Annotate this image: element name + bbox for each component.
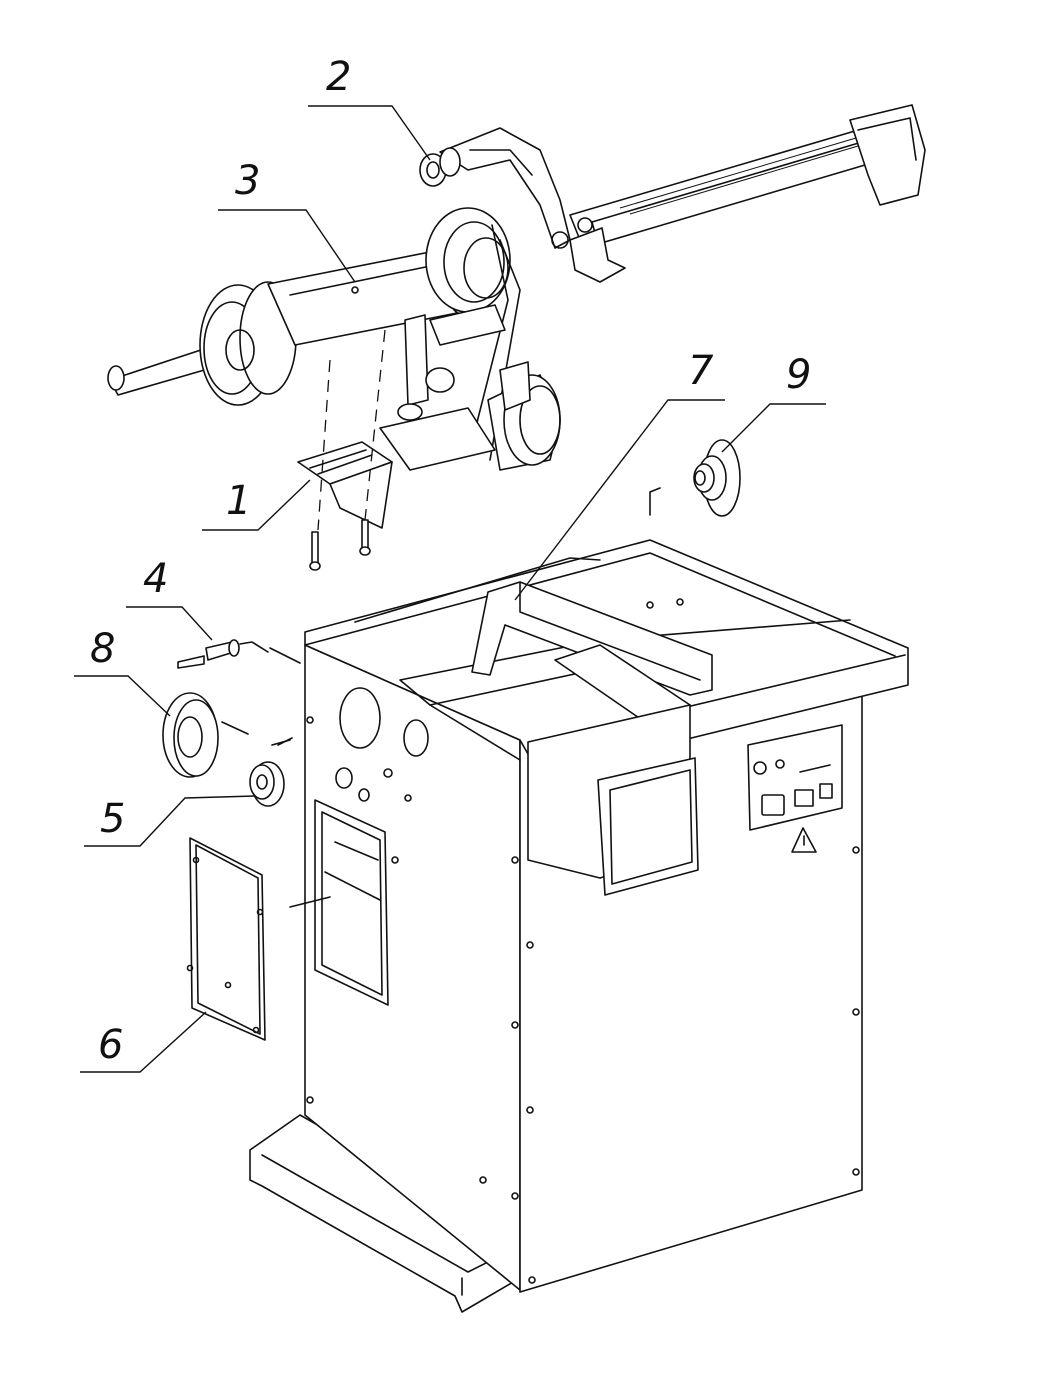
bushing-5 bbox=[249, 739, 291, 807]
shaft-hole bbox=[339, 687, 381, 749]
ring-washer-8 bbox=[162, 692, 249, 778]
alignment-line-a bbox=[317, 359, 331, 531]
alignment-line-b bbox=[364, 329, 386, 521]
cover-plate bbox=[186, 837, 266, 1041]
adapter-cone-9 bbox=[693, 439, 741, 517]
measuring-arm-2 bbox=[419, 104, 926, 283]
panel-screws bbox=[306, 598, 860, 1284]
leader-lines bbox=[74, 105, 826, 1073]
drive-motor bbox=[379, 304, 561, 471]
callout-4: 4 bbox=[143, 556, 168, 602]
leader-1 bbox=[202, 479, 311, 531]
leader-8 bbox=[74, 675, 171, 717]
leader-3 bbox=[218, 209, 356, 283]
callout-8: 8 bbox=[90, 626, 115, 672]
leader-5 bbox=[84, 795, 256, 847]
motor-cover bbox=[597, 757, 699, 896]
callout-2: 2 bbox=[326, 54, 351, 100]
callout-6: 6 bbox=[98, 1022, 123, 1068]
electrical-panel bbox=[747, 724, 843, 831]
bolt-assembly-4 bbox=[177, 639, 269, 669]
callout-1: 1 bbox=[226, 478, 251, 524]
callout-3: 3 bbox=[235, 158, 260, 204]
leader-4 bbox=[126, 606, 213, 641]
access-opening bbox=[314, 799, 389, 1006]
callout-5: 5 bbox=[100, 796, 125, 842]
leader-2 bbox=[308, 105, 431, 161]
guard-bracket-1 bbox=[297, 441, 393, 571]
callout-7: 7 bbox=[688, 348, 714, 394]
callout-9: 9 bbox=[786, 352, 811, 398]
cabinet-body bbox=[249, 487, 909, 1313]
leader-7 bbox=[514, 399, 725, 601]
leader-9 bbox=[721, 403, 826, 453]
leader-6 bbox=[80, 1011, 207, 1073]
